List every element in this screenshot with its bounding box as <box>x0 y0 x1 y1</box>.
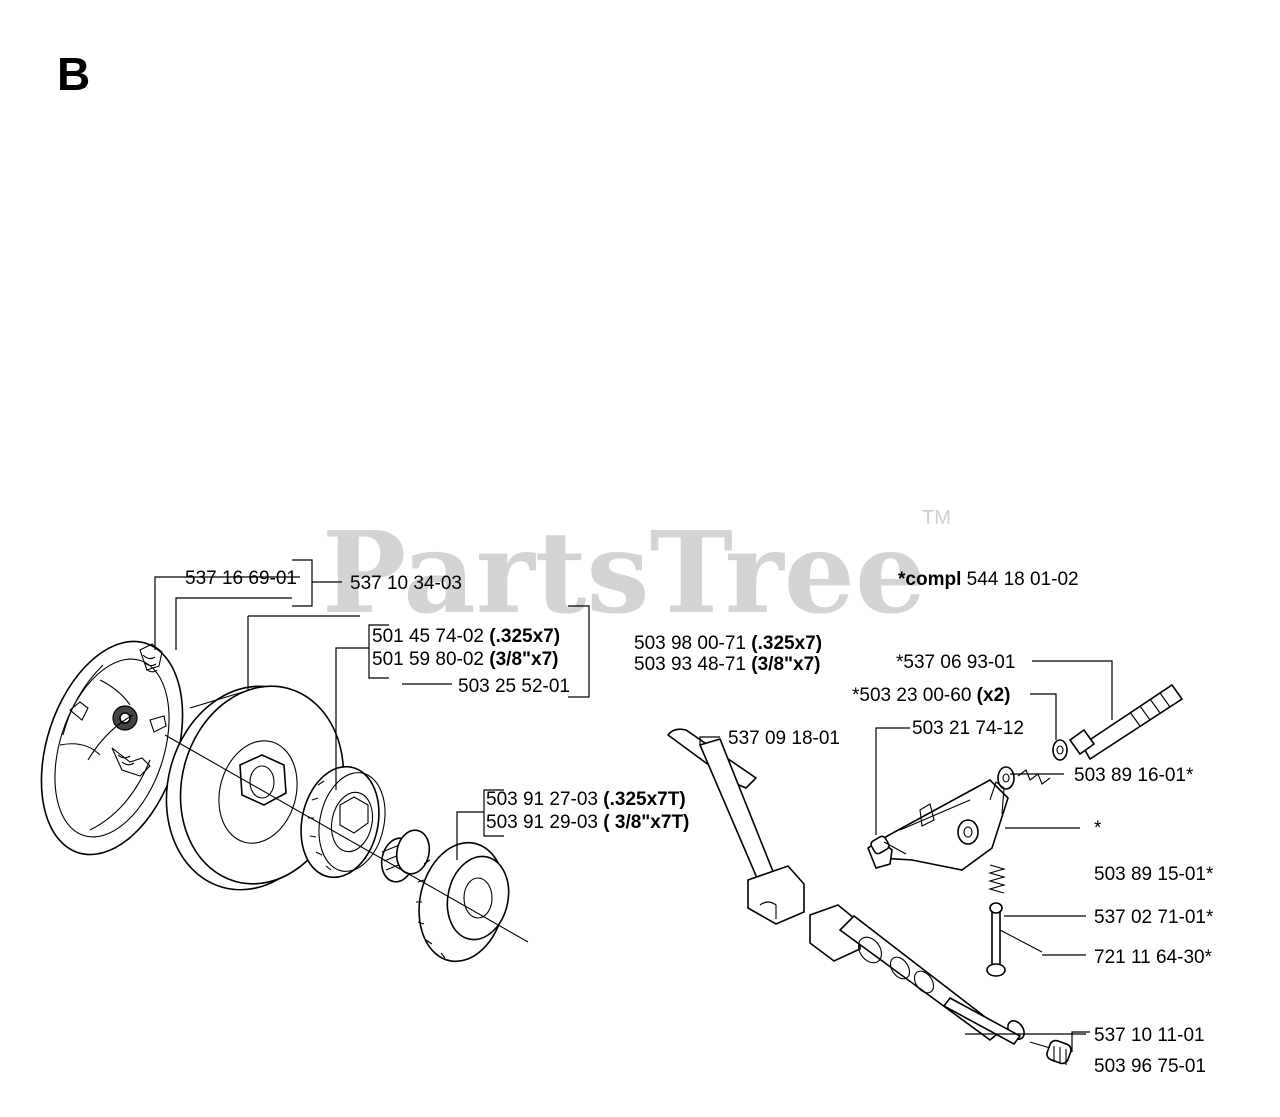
label-503-89-16-01: 503 89 16-01* <box>1074 765 1194 786</box>
oil-pump-drawing <box>666 728 1072 1065</box>
label-503-91-29-03: 503 91 29-03 ( 3/8"x7T) <box>486 812 689 833</box>
section-letter: B <box>57 48 90 100</box>
clutch-assembly-drawing <box>40 640 529 963</box>
label-503-91-27-03: 503 91 27-03 (.325x7T) <box>486 789 686 810</box>
pump-lever-part <box>666 728 805 925</box>
label-503-89-15-01: 503 89 15-01* <box>1094 864 1214 885</box>
label-503-21-74-12: 503 21 74-12 <box>912 718 1024 739</box>
label-537-09-18-01: 537 09 18-01 <box>728 728 840 749</box>
spur-sprocket-part <box>416 841 510 963</box>
watermark-text: PartsTree <box>322 508 926 639</box>
label-501-45-74-02: 501 45 74-02 (.325x7) <box>372 626 560 647</box>
watermark-trademark: TM <box>922 507 951 529</box>
spline-shaft-part <box>1068 683 1184 761</box>
label-501-59-80-02: 501 59 80-02 (3/8"x7) <box>372 649 559 670</box>
watermark: PartsTree TM <box>322 507 951 639</box>
label-503-96-75-01: 503 96 75-01 <box>1094 1056 1206 1077</box>
label-537-10-34-03: 537 10 34-03 <box>350 573 462 594</box>
label-503-93-48-71: 503 93 48-71 (3/8"x7) <box>634 654 821 675</box>
clutch-shoes-part <box>40 640 184 856</box>
pump-housing-drawing <box>867 683 1184 977</box>
plug-part <box>1029 1039 1072 1065</box>
rim-sprocket-part <box>300 765 386 879</box>
label-asterisk: * <box>1094 818 1102 839</box>
pump-body-part <box>867 779 1009 871</box>
washers-part <box>997 739 1068 790</box>
screw-part <box>870 835 907 855</box>
label-503-23-00-60: *503 23 00-60 (x2) <box>852 685 1010 706</box>
needle-bearing-part <box>380 829 431 883</box>
label-503-98-00-71: 503 98 00-71 (.325x7) <box>634 633 822 654</box>
label-537-06-93-01: *537 06 93-01 <box>896 652 1015 673</box>
label-compl-544-18-01-02: *compl 544 18 01-02 <box>898 569 1079 590</box>
lower-spring-part <box>987 864 1007 894</box>
crankshaft-axis <box>164 734 529 943</box>
label-537-10-11-01: 537 10 11-01 <box>1094 1025 1205 1046</box>
label-537-02-71-01: 537 02 71-01* <box>1094 907 1214 928</box>
label-721-11-64-30: 721 11 64-30* <box>1094 947 1213 968</box>
part-labels: 537 16 69-01 537 10 34-03 501 45 74-02 (… <box>185 568 1214 1077</box>
leader-lines <box>154 559 1113 1052</box>
label-537-16-69-01: 537 16 69-01 <box>185 568 297 589</box>
label-503-25-52-01: 503 25 52-01 <box>458 676 570 697</box>
pin-part <box>986 902 1043 977</box>
